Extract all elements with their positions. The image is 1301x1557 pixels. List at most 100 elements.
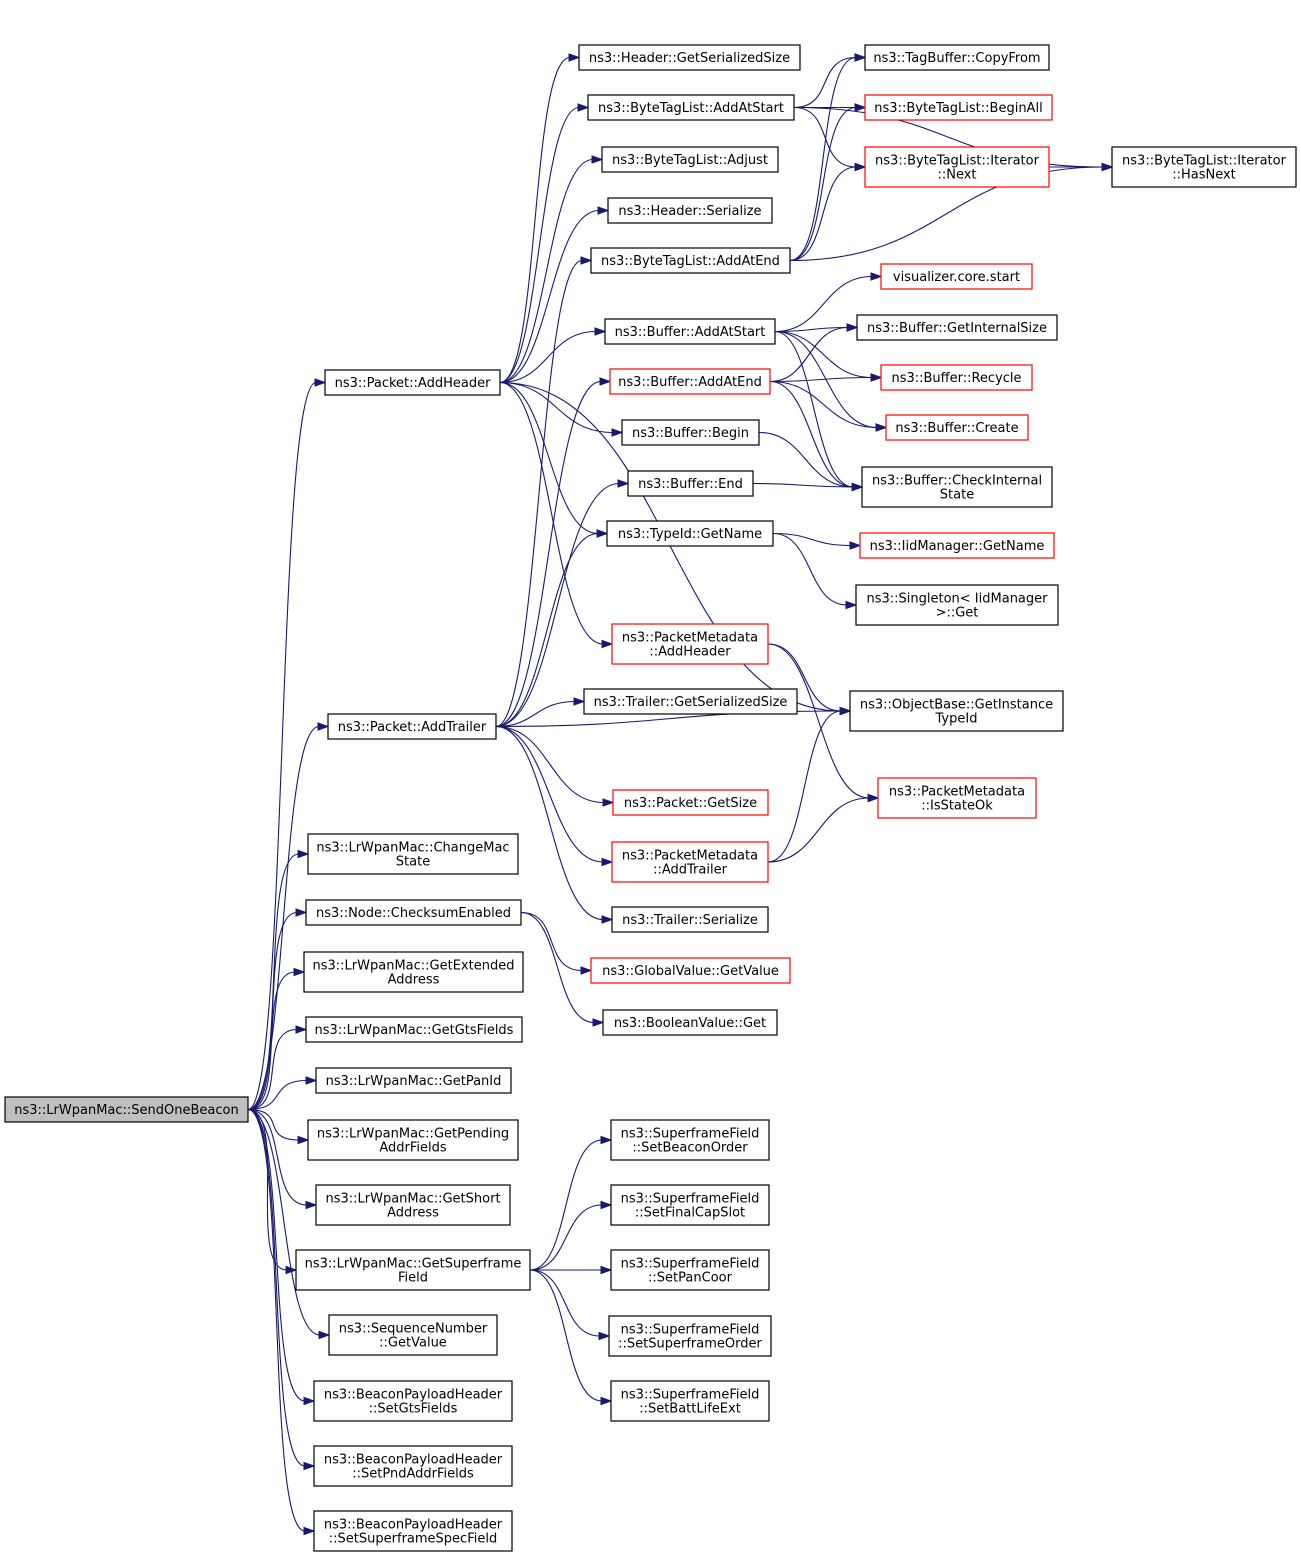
call-edge-arrowhead: [617, 479, 630, 488]
function-node[interactable]: ns3::ByteTagList::Iterator::Next: [864, 146, 1050, 188]
call-edge-line: [774, 330, 854, 488]
function-node-box: [859, 532, 1055, 559]
call-edge: [789, 103, 867, 262]
function-node[interactable]: ns3::Singleton< IidManager>::Get: [855, 584, 1059, 626]
function-node[interactable]: ns3::BeaconPayloadHeader::SetPndAddrFiel…: [313, 1445, 513, 1487]
function-node[interactable]: ns3::TypeId::GetName: [606, 520, 774, 547]
function-node[interactable]: ns3::PacketMetadata::AddHeader: [611, 623, 769, 665]
function-node-box: [856, 314, 1058, 341]
function-node[interactable]: ns3::ByteTagList::AddAtStart: [587, 94, 795, 121]
function-node[interactable]: ns3::BooleanValue::Get: [602, 1009, 778, 1036]
function-node[interactable]: ns3::PacketMetadata::AddTrailer: [611, 841, 769, 883]
function-node[interactable]: ns3::Trailer::GetSerializedSize: [583, 688, 798, 715]
call-edge: [495, 697, 586, 728]
function-node-box: [327, 713, 497, 740]
function-node[interactable]: ns3::BeaconPayloadHeader::SetSuperframeS…: [313, 1510, 513, 1552]
call-edge: [499, 53, 581, 384]
function-node-label: Field: [398, 1271, 428, 1286]
function-node-label: ns3::LrWpanMac::GetPending: [317, 1127, 509, 1142]
function-node[interactable]: ns3::LrWpanMac::GetGtsFields: [305, 1016, 523, 1043]
function-node[interactable]: ns3::ByteTagList::AddAtEnd: [590, 247, 791, 274]
call-edge-arrowhead: [591, 155, 604, 164]
call-edge-line: [247, 1108, 306, 1467]
call-edge-line: [769, 326, 849, 383]
function-node[interactable]: ns3::LrWpanMac::GetPanId: [315, 1067, 512, 1094]
function-node-label: ::SetPndAddrFields: [352, 1467, 474, 1482]
function-node-box: [610, 1249, 770, 1291]
function-node-box: [328, 1314, 498, 1356]
function-node-label: ns3::SuperframeField: [621, 1127, 760, 1142]
function-node[interactable]: ns3::Buffer::Create: [885, 414, 1029, 441]
function-node[interactable]: ns3::BeaconPayloadHeader::SetGtsFields: [313, 1380, 513, 1422]
function-node-label: ::SetBattLifeExt: [639, 1402, 741, 1417]
function-node-label: ns3::LrWpanMac::GetGtsFields: [315, 1023, 514, 1038]
function-node-box: [313, 1510, 513, 1552]
function-node-box: [313, 1380, 513, 1422]
function-node-label: ns3::Node::ChecksumEnabled: [316, 906, 511, 921]
function-node[interactable]: ns3::Trailer::Serialize: [611, 906, 769, 933]
call-edge-arrowhead: [867, 793, 880, 803]
function-node[interactable]: ns3::Buffer::Begin: [621, 419, 760, 446]
call-edge: [247, 967, 306, 1111]
call-edge-line: [767, 797, 870, 863]
call-edge: [247, 908, 308, 1111]
call-edge: [767, 706, 852, 863]
function-node[interactable]: ns3::SuperframeField::SetFinalCapSlot: [610, 1184, 770, 1226]
function-node[interactable]: ns3::Header::Serialize: [607, 197, 773, 224]
call-edge-arrowhead: [568, 53, 581, 62]
call-edge-line: [529, 1269, 603, 1402]
function-node[interactable]: ns3::Buffer::AddAtEnd: [609, 368, 771, 395]
call-edge-arrowhead: [1101, 162, 1114, 172]
function-node-box: [610, 1380, 770, 1422]
call-edge-line: [499, 106, 580, 384]
function-node[interactable]: ns3::IidManager::GetName: [859, 532, 1055, 559]
function-node-label: State: [940, 488, 974, 503]
function-node[interactable]: ns3::Buffer::AddAtStart: [604, 318, 776, 345]
function-node[interactable]: visualizer.core.start: [880, 263, 1033, 290]
function-node-box: [849, 690, 1064, 732]
call-edge: [1049, 162, 1114, 172]
function-node-label: ns3::Buffer::AddAtEnd: [618, 375, 762, 390]
function-node[interactable]: ns3::GlobalValue::GetValue: [590, 957, 791, 984]
function-node-label: ns3::SuperframeField: [621, 1257, 760, 1272]
call-edge-line: [247, 1108, 306, 1402]
call-edge: [495, 725, 615, 807]
function-node-label: ns3::ByteTagList::Iterator: [1122, 154, 1287, 169]
function-node[interactable]: ns3::SequenceNumber::GetValue: [328, 1314, 498, 1356]
call-edge-arrowhead: [598, 1331, 611, 1341]
call-edge-line: [774, 330, 873, 379]
function-node[interactable]: ns3::SuperframeField::SetBeaconOrder: [610, 1119, 770, 1161]
call-edge-line: [495, 482, 620, 728]
function-node[interactable]: ns3::SuperframeField::SetBattLifeExt: [610, 1380, 770, 1422]
call-edge-line: [793, 56, 857, 109]
function-node[interactable]: ns3::PacketMetadata::IsStateOk: [877, 777, 1037, 819]
function-node[interactable]: ns3::ByteTagList::Iterator::HasNext: [1111, 146, 1297, 188]
call-edge: [499, 206, 610, 384]
function-node[interactable]: ns3::Packet::GetSize: [612, 789, 769, 816]
function-node[interactable]: ns3::Buffer::Recycle: [880, 364, 1033, 391]
function-node[interactable]: ns3::Packet::AddTrailer: [327, 713, 497, 740]
function-node[interactable]: ns3::Packet::AddHeader: [324, 369, 501, 396]
function-node-label: >::Get: [936, 606, 979, 621]
call-edge-line: [752, 482, 854, 488]
function-node[interactable]: ns3::TagBuffer::CopyFrom: [864, 44, 1050, 71]
function-node[interactable]: ns3::ByteTagList::Adjust: [601, 146, 779, 173]
function-node[interactable]: ns3::Node::ChecksumEnabled: [305, 899, 522, 926]
function-node-label: ::SetSuperframeOrder: [618, 1337, 762, 1352]
function-node[interactable]: ns3::Header::GetSerializedSize: [578, 44, 801, 71]
function-node[interactable]: ns3::ByteTagList::BeginAll: [864, 94, 1053, 121]
function-node[interactable]: ns3::Buffer::GetInternalSize: [856, 314, 1058, 341]
function-node[interactable]: ns3::SuperframeField::SetPanCoor: [610, 1249, 770, 1291]
call-edge-line: [247, 725, 320, 1111]
function-node-box: [627, 470, 754, 497]
function-node[interactable]: ns3::SuperframeField::SetSuperframeOrder: [608, 1315, 772, 1357]
function-node[interactable]: ns3::Buffer::End: [627, 470, 754, 497]
function-node-box: [4, 1096, 249, 1123]
